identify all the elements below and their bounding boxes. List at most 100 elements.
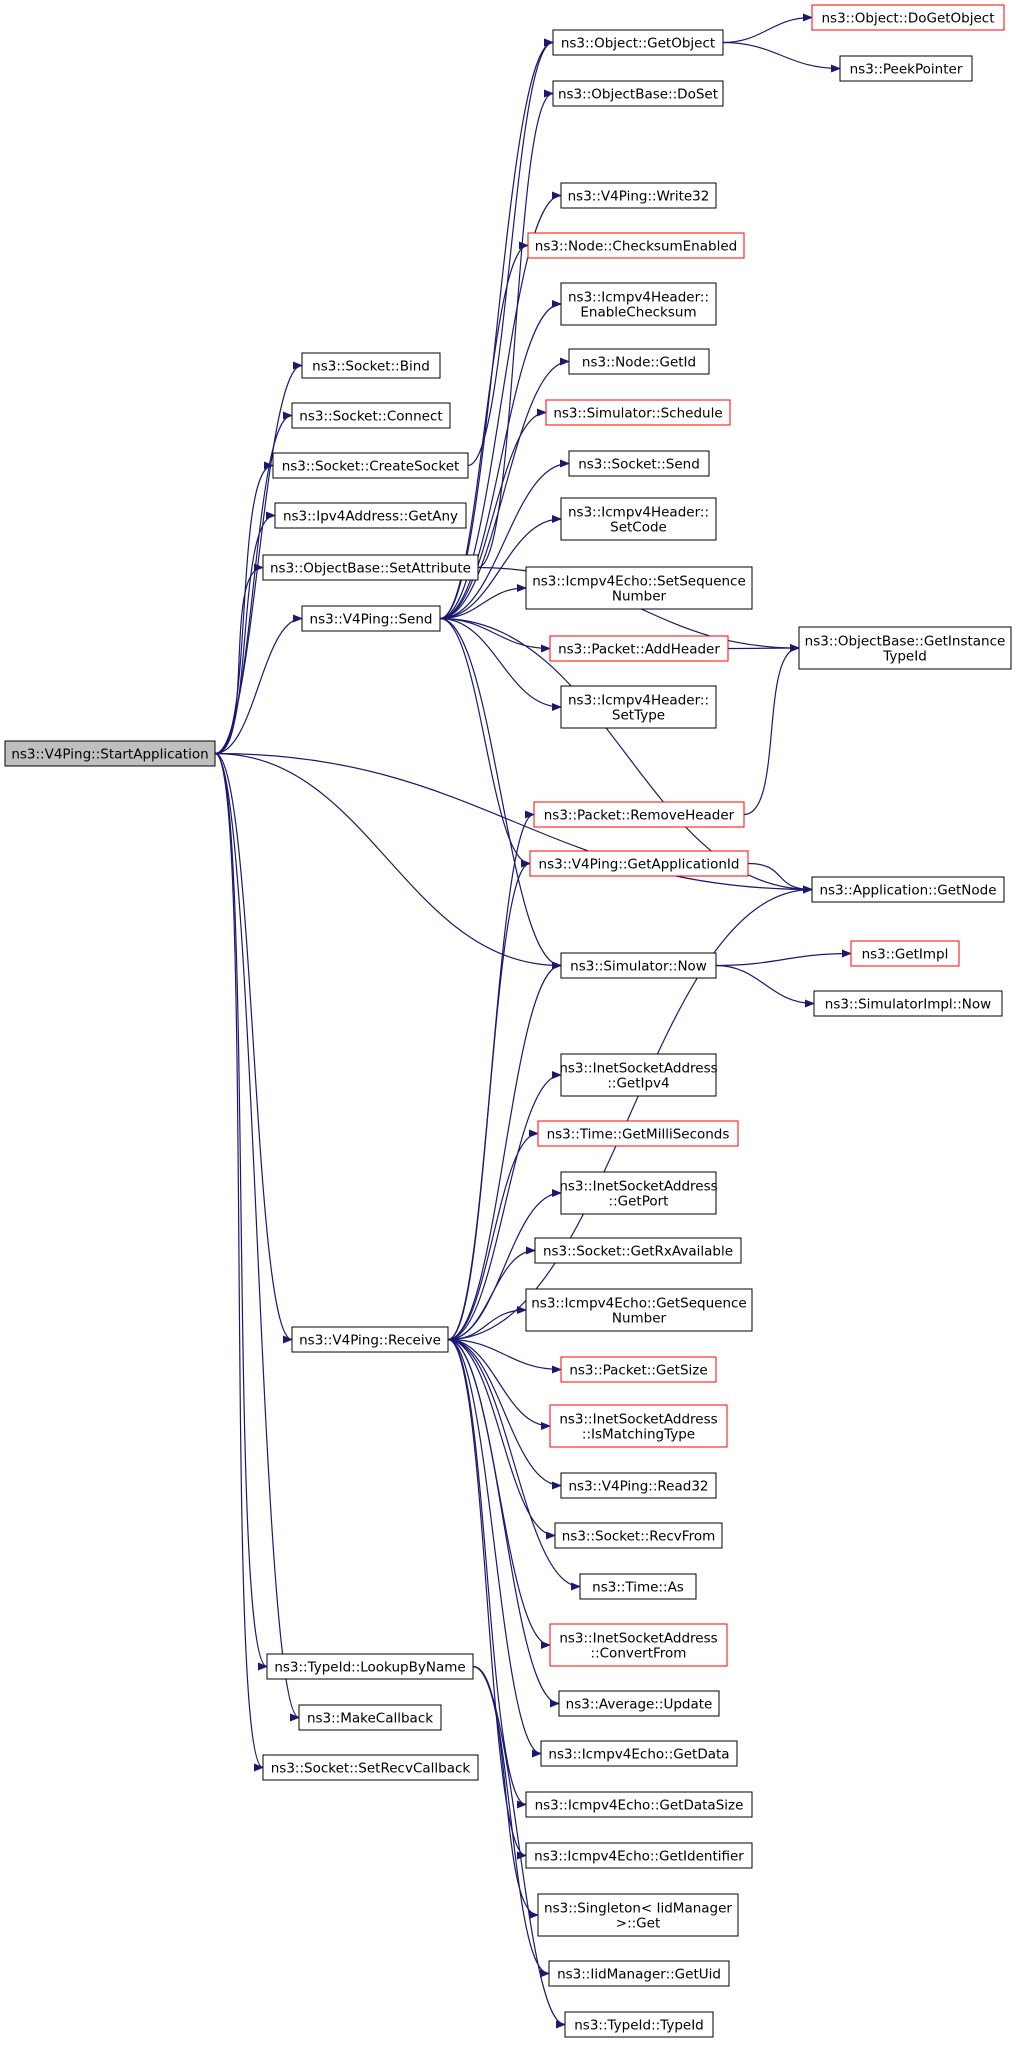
node-enablechecksum[interactable]: ns3::Icmpv4Header::EnableChecksum bbox=[560, 282, 717, 326]
node-getobject-box bbox=[552, 29, 724, 56]
node-getdatasize-label-0: ns3::Icmpv4Echo::GetDataSize bbox=[535, 1798, 744, 1814]
node-doset[interactable]: ns3::ObjectBase::DoSet bbox=[552, 80, 724, 107]
node-getany-label-0: ns3::Ipv4Address::GetAny bbox=[283, 509, 458, 525]
edge-send-to-schedule bbox=[439, 408, 547, 620]
edge-receive-to-getapplicationid bbox=[447, 859, 531, 1341]
node-getsize[interactable]: ns3::Packet::GetSize bbox=[560, 1356, 717, 1383]
node-setrecvcallback-box bbox=[262, 1754, 479, 1781]
edge-receive-to-ismatchingtype bbox=[447, 1338, 551, 1430]
node-createsocket[interactable]: ns3::Socket::CreateSocket bbox=[272, 452, 469, 479]
edge-receive-to-getmilliseconds bbox=[447, 1129, 539, 1341]
node-typeid-label-0: ns3::TypeId::TypeId bbox=[574, 2018, 704, 2034]
node-getapplicationid-label-0: ns3::V4Ping::GetApplicationId bbox=[539, 857, 740, 873]
node-getnode-label-0: ns3::Application::GetNode bbox=[819, 883, 996, 899]
edge-removeheader-to-getinstancetypeid bbox=[743, 644, 800, 816]
node-socketsend[interactable]: ns3::Socket::Send bbox=[568, 450, 710, 477]
node-getuid-box bbox=[548, 1960, 730, 1987]
edge-start-to-send bbox=[214, 614, 303, 755]
node-setrecvcallback[interactable]: ns3::Socket::SetRecvCallback bbox=[262, 1754, 479, 1781]
node-getdatasize-box bbox=[525, 1791, 753, 1818]
node-simnow[interactable]: ns3::Simulator::Now bbox=[560, 952, 717, 979]
node-recvfrom[interactable]: ns3::Socket::RecvFrom bbox=[554, 1522, 723, 1549]
node-simimplnow[interactable]: ns3::SimulatorImpl::Now bbox=[813, 990, 1003, 1017]
node-singletonget[interactable]: ns3::Singleton< IidManager>::Get bbox=[537, 1893, 739, 1937]
node-getnode-box bbox=[811, 876, 1005, 903]
node-getsequence-label-0: ns3::Icmpv4Echo::GetSequence bbox=[531, 1296, 747, 1312]
node-getrxavailable[interactable]: ns3::Socket::GetRxAvailable bbox=[534, 1237, 742, 1264]
node-typeid-box bbox=[564, 2011, 714, 2038]
node-getimpl[interactable]: ns3::GetImpl bbox=[850, 940, 960, 967]
node-checksumenabled[interactable]: ns3::Node::ChecksumEnabled bbox=[527, 232, 745, 259]
node-nodegetid[interactable]: ns3::Node::GetId bbox=[568, 348, 710, 375]
node-send-box bbox=[301, 605, 441, 632]
node-getipv4[interactable]: ns3::InetSocketAddress::GetIpv4 bbox=[559, 1053, 718, 1097]
node-getany[interactable]: ns3::Ipv4Address::GetAny bbox=[274, 502, 467, 529]
node-peekpointer-box bbox=[839, 55, 973, 82]
edge-start-to-makecallback bbox=[214, 752, 300, 1722]
node-schedule[interactable]: ns3::Simulator::Schedule bbox=[545, 399, 731, 426]
node-timeas-box bbox=[579, 1573, 697, 1600]
node-setattribute[interactable]: ns3::ObjectBase::SetAttribute bbox=[262, 554, 479, 581]
node-settype[interactable]: ns3::Icmpv4Header::SetType bbox=[560, 685, 717, 729]
node-timeas[interactable]: ns3::Time::As bbox=[579, 1573, 697, 1600]
node-doset-label-0: ns3::ObjectBase::DoSet bbox=[558, 87, 718, 103]
node-simnow-box bbox=[560, 952, 717, 979]
node-getdata-label-0: ns3::Icmpv4Echo::GetData bbox=[548, 1747, 729, 1763]
node-receive[interactable]: ns3::V4Ping::Receive bbox=[291, 1326, 449, 1353]
node-getapplicationid-box bbox=[529, 850, 749, 877]
node-read32-label-0: ns3::V4Ping::Read32 bbox=[568, 1479, 708, 1495]
node-singletonget-label-1: >::Get bbox=[616, 1916, 660, 1932]
edge-receive-to-getsequence bbox=[447, 1306, 527, 1341]
node-send[interactable]: ns3::V4Ping::Send bbox=[301, 605, 441, 632]
node-start-box bbox=[4, 740, 216, 767]
node-setattribute-box bbox=[262, 554, 479, 581]
edge-receive-to-getdata bbox=[447, 1338, 542, 1758]
edge-send-to-socketsend bbox=[439, 459, 570, 620]
node-getidentifier[interactable]: ns3::Icmpv4Echo::GetIdentifier bbox=[525, 1842, 753, 1869]
node-getport[interactable]: ns3::InetSocketAddress::GetPort bbox=[559, 1171, 718, 1215]
node-makecallback[interactable]: ns3::MakeCallback bbox=[298, 1704, 442, 1731]
node-getport-label-1: ::GetPort bbox=[609, 1194, 669, 1210]
edge-getobject-to-peekpointer bbox=[722, 41, 841, 73]
node-getuid[interactable]: ns3::IidManager::GetUid bbox=[548, 1960, 730, 1987]
node-makecallback-label-0: ns3::MakeCallback bbox=[307, 1711, 433, 1727]
node-peekpointer[interactable]: ns3::PeekPointer bbox=[839, 55, 973, 82]
node-start[interactable]: ns3::V4Ping::StartApplication bbox=[4, 740, 216, 767]
node-typeid[interactable]: ns3::TypeId::TypeId bbox=[564, 2011, 714, 2038]
node-createsocket-label-0: ns3::Socket::CreateSocket bbox=[282, 459, 460, 475]
node-getinstancetypeid-label-1: TypeId bbox=[882, 649, 927, 665]
node-getdatasize[interactable]: ns3::Icmpv4Echo::GetDataSize bbox=[525, 1791, 753, 1818]
node-addheader[interactable]: ns3::Packet::AddHeader bbox=[549, 635, 729, 662]
node-getnode[interactable]: ns3::Application::GetNode bbox=[811, 876, 1005, 903]
node-checksumenabled-label-0: ns3::Node::ChecksumEnabled bbox=[535, 239, 737, 255]
node-setsequence-box bbox=[525, 566, 753, 610]
node-ismatchingtype[interactable]: ns3::InetSocketAddress::IsMatchingType bbox=[549, 1404, 728, 1448]
node-convertfrom[interactable]: ns3::InetSocketAddress::ConvertFrom bbox=[549, 1623, 728, 1667]
node-removeheader[interactable]: ns3::Packet::RemoveHeader bbox=[533, 801, 745, 828]
node-getmilliseconds[interactable]: ns3::Time::GetMilliSeconds bbox=[537, 1120, 739, 1147]
node-getobject[interactable]: ns3::Object::GetObject bbox=[552, 29, 724, 56]
node-dogetobject-label-0: ns3::Object::DoGetObject bbox=[821, 11, 994, 27]
node-connect[interactable]: ns3::Socket::Connect bbox=[291, 402, 451, 429]
node-setcode-box bbox=[560, 497, 717, 541]
node-bind[interactable]: ns3::Socket::Bind bbox=[301, 352, 441, 379]
node-getdata[interactable]: ns3::Icmpv4Echo::GetData bbox=[540, 1740, 738, 1767]
edge-start-to-lookupbyname bbox=[214, 752, 268, 1671]
node-read32[interactable]: ns3::V4Ping::Read32 bbox=[560, 1472, 717, 1499]
node-getdata-box bbox=[540, 1740, 738, 1767]
node-lookupbyname[interactable]: ns3::TypeId::LookupByName bbox=[266, 1653, 474, 1680]
node-setcode-label-0: ns3::Icmpv4Header:: bbox=[568, 505, 709, 521]
node-getport-label-0: ns3::InetSocketAddress bbox=[559, 1179, 717, 1195]
node-setcode[interactable]: ns3::Icmpv4Header::SetCode bbox=[560, 497, 717, 541]
node-dogetobject[interactable]: ns3::Object::DoGetObject bbox=[811, 4, 1005, 31]
node-averageupdate[interactable]: ns3::Average::Update bbox=[558, 1690, 720, 1717]
node-getapplicationid[interactable]: ns3::V4Ping::GetApplicationId bbox=[529, 850, 749, 877]
node-convertfrom-label-1: ::ConvertFrom bbox=[591, 1646, 687, 1662]
node-write32[interactable]: ns3::V4Ping::Write32 bbox=[560, 182, 717, 209]
node-enablechecksum-label-1: EnableChecksum bbox=[580, 305, 696, 321]
edge-start-to-simnow bbox=[214, 752, 562, 970]
